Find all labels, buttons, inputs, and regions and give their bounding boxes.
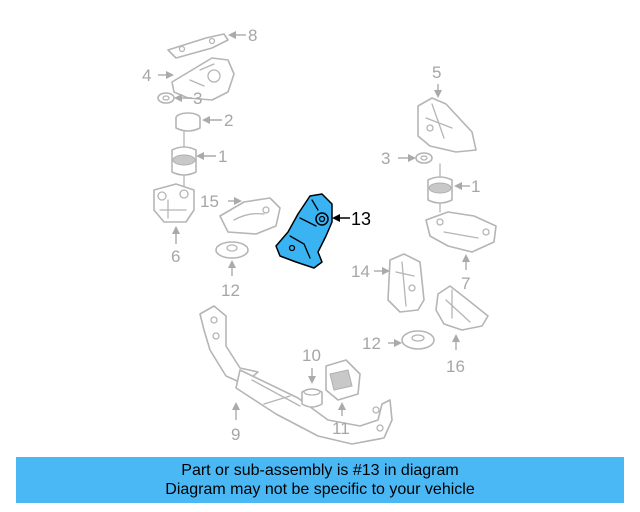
part-12-stopper-right: 12 [362, 330, 435, 353]
callout-1-right[interactable]: 1 [471, 177, 480, 196]
part-12-stopper-left: 12 [215, 241, 249, 300]
callout-9[interactable]: 9 [231, 425, 240, 444]
part-1-mount-right: 1 [427, 163, 480, 213]
part-1-mount-left: 1 [171, 131, 227, 187]
callout-8[interactable]: 8 [248, 26, 257, 45]
parts-diagram: 8 4 3 2 1 [142, 26, 497, 445]
callout-14[interactable]: 14 [351, 262, 370, 281]
part-15-support-bracket: 15 [200, 192, 281, 235]
callout-16[interactable]: 16 [446, 357, 465, 376]
part-8-bracket-plate: 8 [167, 26, 257, 59]
callout-1-left[interactable]: 1 [218, 147, 227, 166]
part-4-engine-bracket: 4 [142, 57, 235, 101]
callout-13[interactable]: 13 [351, 209, 371, 229]
callout-4[interactable]: 4 [142, 66, 151, 85]
callout-11[interactable]: 11 [332, 419, 350, 438]
part-3-washer-right: 3 [381, 149, 433, 168]
callout-12-left[interactable]: 12 [221, 281, 240, 300]
callout-5[interactable]: 5 [432, 63, 441, 82]
part-6-lower-bracket: 6 [153, 183, 195, 266]
part-5-right-bracket: 5 [417, 63, 477, 153]
part-3-washer-left: 3 [157, 89, 202, 108]
banner-line-2: Diagram may not be specific to your vehi… [165, 481, 475, 498]
callout-10[interactable]: 10 [302, 346, 321, 365]
callout-15[interactable]: 15 [200, 192, 219, 211]
part-16-side-bracket: 16 [435, 285, 489, 376]
part-2-insulator: 2 [175, 111, 233, 132]
info-banner: Part or sub-assembly is #13 in diagram D… [16, 457, 624, 503]
callout-2[interactable]: 2 [224, 111, 233, 130]
banner-line-1: Part or sub-assembly is #13 in diagram [181, 462, 459, 479]
callout-6[interactable]: 6 [171, 247, 180, 266]
part-9-crossmember: 9 [199, 305, 393, 445]
part-14-vertical-bracket: 14 [351, 253, 425, 313]
part-10-bushing: 10 [301, 346, 323, 408]
part-7-lower-right-bracket: 7 [425, 211, 497, 293]
part-13-highlighted-bracket[interactable]: 13 [275, 193, 371, 269]
callout-3-right[interactable]: 3 [381, 149, 390, 168]
part-11-rear-mount: 11 [325, 359, 361, 438]
callout-3-left[interactable]: 3 [193, 89, 202, 108]
callout-12-right[interactable]: 12 [362, 334, 381, 353]
callout-7[interactable]: 7 [461, 274, 470, 293]
